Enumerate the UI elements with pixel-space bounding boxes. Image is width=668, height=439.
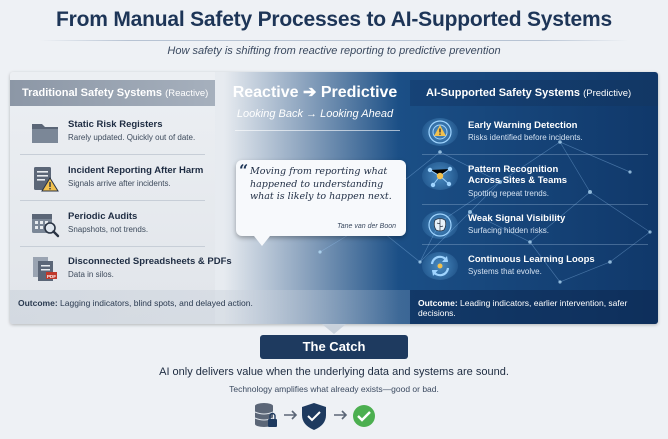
catch-pointer <box>322 324 346 334</box>
calendar-search-icon <box>32 214 60 238</box>
item-desc: Systems that evolve. <box>468 267 542 276</box>
traditional-title: Traditional Safety Systems <box>22 87 162 99</box>
bottom-icon-row <box>254 403 375 430</box>
looking-back-label: Looking Back <box>236 108 303 120</box>
arrow-right-icon <box>284 410 298 420</box>
item-desc: Spotting repeat trends. <box>468 189 549 198</box>
green-check-icon <box>353 405 375 427</box>
item-desc: Surfacing hidden risks. <box>468 226 549 235</box>
traditional-subtitle: (Reactive) <box>165 88 209 99</box>
item-desc: Data in silos. <box>68 270 114 279</box>
clipboard-warning-icon <box>34 167 59 192</box>
traditional-outcome: Outcome: Lagging indicators, blind spots… <box>18 298 253 308</box>
item-title: Static Risk Registers <box>68 119 163 130</box>
ai-outcome-bar <box>410 290 658 324</box>
radar-warning-icon <box>428 120 452 144</box>
svg-text:PDF: PDF <box>47 274 56 279</box>
outcome-label: Outcome: <box>418 298 458 308</box>
arrow-right-small-icon: → <box>306 108 318 120</box>
open-quote-icon: “ <box>239 161 249 180</box>
item-title-line2: Across Sites & Teams <box>468 175 568 186</box>
reactive-predictive-heading: Reactive ➔ Predictive <box>225 80 405 106</box>
divider <box>20 246 205 247</box>
quote-author: Tane van der Boon <box>337 223 396 230</box>
shield-check-icon <box>302 403 326 430</box>
divider <box>422 244 648 245</box>
item-title: Continuous Learning Loops <box>468 254 595 265</box>
ai-header: AI-Supported Safety Systems (Predictive) <box>410 80 658 106</box>
item-desc: Risks identified before incidents. <box>468 133 583 142</box>
page-subtitle: How safety is shifting from reactive rep… <box>167 45 501 57</box>
ai-title: AI-Supported Safety Systems <box>426 87 581 99</box>
item-desc: Rarely updated. Quickly out of date. <box>68 133 196 142</box>
traditional-header: Traditional Safety Systems (Reactive) <box>10 80 215 106</box>
network-icon <box>427 166 453 188</box>
ai-subtitle: (Predictive) <box>583 88 632 99</box>
ai-outcome: Outcome: Leading indicators, earlier int… <box>418 298 658 318</box>
divider <box>422 154 648 155</box>
item-desc: Snapshots, not trends. <box>68 225 149 234</box>
item-desc: Signals arrive after incidents. <box>68 179 171 188</box>
arrow-right-icon <box>334 410 348 420</box>
comparison-band: Traditional Safety Systems (Reactive) St… <box>10 72 658 324</box>
divider <box>20 200 205 201</box>
divider <box>422 204 648 205</box>
outcome-text: Lagging indicators, blind spots, and del… <box>60 298 253 308</box>
item-title: Weak Signal Visibility <box>468 213 566 224</box>
quote-text: Moving from reporting what happened to u… <box>250 166 392 202</box>
item-title: Disconnected Spreadsheets & PDFs <box>68 256 232 267</box>
quote-bubble: “ Moving from reporting what happened to… <box>236 160 406 246</box>
cycle-icon <box>430 255 450 277</box>
center-divider <box>235 130 400 131</box>
traditional-outcome-bar <box>10 290 410 324</box>
outcome-text: Leading indicators, earlier intervention… <box>418 298 628 318</box>
outcome-label: Outcome: <box>18 298 58 308</box>
item-title: Pattern Recognition <box>468 164 559 175</box>
reactive-label: Reactive <box>232 84 299 101</box>
item-title: Periodic Audits <box>68 211 138 222</box>
brain-icon <box>428 213 452 237</box>
database-lock-icon <box>254 403 277 427</box>
looking-heading: Looking Back → Looking Ahead <box>225 108 405 120</box>
traditional-panel <box>10 72 215 324</box>
page-title: From Manual Safety Processes to AI-Suppo… <box>56 8 612 31</box>
predictive-label: Predictive <box>320 84 398 101</box>
folder-icon <box>32 124 58 143</box>
catch-statement: AI only delivers value when the underlyi… <box>159 366 509 378</box>
item-title: Early Warning Detection <box>468 120 578 131</box>
title-divider <box>40 40 628 41</box>
documents-icon: PDF <box>33 257 57 281</box>
bubble-tail <box>254 236 270 246</box>
looking-ahead-label: Looking Ahead <box>320 108 394 120</box>
item-title: Incident Reporting After Harm <box>68 165 204 176</box>
arrow-right-icon: ➔ <box>302 84 317 101</box>
catch-note: Technology amplifies what already exists… <box>229 384 439 394</box>
catch-label: The Catch <box>260 335 408 359</box>
divider <box>20 154 205 155</box>
